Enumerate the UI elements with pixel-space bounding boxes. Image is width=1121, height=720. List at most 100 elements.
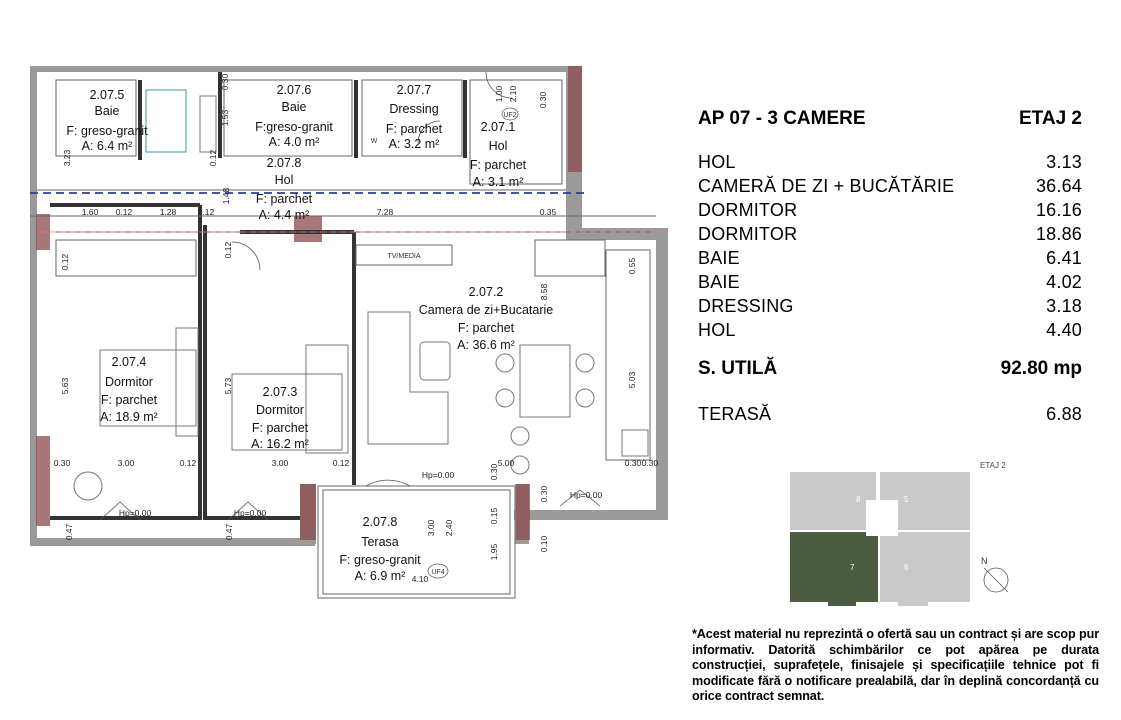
room-id: 2.07.8 bbox=[363, 515, 398, 529]
shower-tray bbox=[145, 89, 187, 153]
room-finish: F:greso-granit bbox=[255, 120, 333, 134]
floor-plan: 2.07.5 Baie F: greso-granit A: 6.4 m² 2.… bbox=[30, 66, 668, 599]
uf-marker-icon bbox=[427, 563, 449, 579]
dimension: 0.12 bbox=[60, 253, 70, 270]
dimension: 1.00 bbox=[494, 85, 504, 102]
room-name: Camera de zi+Bucatarie bbox=[419, 303, 553, 317]
area-value: 3.18 bbox=[1046, 296, 1082, 316]
dimension: 0.12 bbox=[180, 458, 197, 468]
key-plan-floor-label: ETAJ 2 bbox=[980, 461, 1006, 470]
level-marker: Hp=0.00 bbox=[422, 470, 455, 480]
area-label: DORMITOR bbox=[698, 200, 798, 220]
dimension: 0.12 bbox=[208, 149, 218, 166]
wall-step bbox=[566, 228, 668, 240]
dimension: 3.00 bbox=[118, 458, 135, 468]
room-area: A: 6.9 m² bbox=[355, 569, 406, 583]
disclaimer: *Acest material nu reprezintă o ofertă s… bbox=[692, 627, 1099, 703]
area-row: HOL 4.40 bbox=[698, 318, 1082, 342]
dimension: 0.47 bbox=[224, 523, 234, 540]
area-label: DORMITOR bbox=[698, 224, 798, 244]
area-label: HOL bbox=[698, 152, 736, 172]
uf-marker: UF2 bbox=[503, 112, 516, 119]
door-swing bbox=[559, 489, 601, 507]
room-area: A: 3.2 m² bbox=[389, 137, 440, 151]
terrace-value: 6.88 bbox=[1046, 404, 1082, 424]
level-marker: Hp=0.00 bbox=[119, 508, 152, 518]
wall-north bbox=[30, 66, 582, 72]
area-value: 4.40 bbox=[1046, 320, 1082, 340]
sofa bbox=[367, 311, 449, 445]
column bbox=[300, 484, 316, 540]
room-name: Hol bbox=[275, 173, 294, 187]
room-bedroom-2: 2.07.3 Dormitor F: parchet A: 16.2 m² bbox=[251, 385, 309, 451]
dimension: 2.10 bbox=[508, 85, 518, 102]
unit-number: 8 bbox=[856, 495, 861, 504]
unit-block bbox=[790, 472, 876, 530]
dimension: 5.03 bbox=[627, 371, 637, 388]
room-area: A: 6.4 m² bbox=[82, 139, 133, 153]
north-label: N bbox=[981, 556, 988, 566]
uf-marker: UF4 bbox=[431, 569, 444, 576]
cooktop bbox=[621, 429, 649, 457]
wall-south-east bbox=[514, 510, 668, 520]
area-label: CAMERĂ DE ZI + BUCĂTĂRIE bbox=[698, 176, 955, 196]
dimension: 0.12 bbox=[333, 458, 350, 468]
door-swings bbox=[99, 71, 601, 521]
dimension: 4.10 bbox=[412, 574, 429, 584]
area-label: DRESSING bbox=[698, 296, 794, 316]
area-row: DRESSING 3.18 bbox=[698, 294, 1082, 318]
room-finish: F: parchet bbox=[101, 393, 158, 407]
dimension: 5.63 bbox=[60, 377, 70, 394]
unit-number: 6 bbox=[904, 563, 909, 572]
room-finish: F: parchet bbox=[470, 158, 527, 172]
wall-east bbox=[656, 228, 668, 520]
dimension: 0.30 bbox=[625, 458, 642, 468]
room-name: Baie bbox=[94, 104, 119, 118]
room-finish: F: parchet bbox=[386, 122, 443, 136]
dimension: 0.15 bbox=[489, 507, 499, 524]
uf-marker-icon bbox=[501, 107, 519, 121]
room-id: 2.07.5 bbox=[90, 88, 125, 102]
column bbox=[516, 484, 530, 540]
room-area: A: 16.2 m² bbox=[251, 437, 309, 451]
unit-block-highlight bbox=[790, 532, 878, 602]
dimension: 3.00 bbox=[272, 458, 289, 468]
room-living-kitchen: 2.07.2 Camera de zi+Bucatarie F: parchet… bbox=[419, 285, 553, 352]
dimension: 5.00 bbox=[498, 458, 515, 468]
room-id: 2.07.8 bbox=[267, 156, 302, 170]
room-name: Dressing bbox=[389, 102, 438, 116]
column bbox=[36, 436, 50, 526]
wall-south-west bbox=[30, 538, 315, 546]
chair bbox=[510, 426, 530, 446]
north-arrow-icon: N bbox=[981, 556, 1009, 593]
dimension: 0.30 bbox=[54, 458, 71, 468]
door-swing bbox=[231, 241, 261, 271]
furniture bbox=[73, 89, 649, 501]
apartment-title: AP 07 - 3 CAMERE bbox=[698, 108, 866, 129]
dimension: 0.35 bbox=[540, 207, 557, 217]
apartment-header: AP 07 - 3 CAMERE ETAJ 2 bbox=[698, 108, 1082, 130]
dimension: 0.30 bbox=[642, 458, 659, 468]
dimension: 3.00 bbox=[426, 519, 436, 536]
dimension: 0.12 bbox=[223, 241, 233, 258]
room-area: A: 18.9 m² bbox=[100, 410, 158, 424]
area-label: HOL bbox=[698, 320, 736, 340]
room-id: 2.07.3 bbox=[263, 385, 298, 399]
unit-blocks bbox=[790, 472, 970, 606]
chair bbox=[495, 388, 515, 408]
room-finish: F: greso-granit bbox=[66, 124, 148, 138]
room-bedroom-1: 2.07.4 Dormitor F: parchet A: 18.9 m² bbox=[100, 355, 158, 424]
key-plan: ETAJ 2 8 5 7 6 N bbox=[790, 461, 1009, 606]
chair bbox=[575, 353, 595, 373]
room-name: Baie bbox=[281, 100, 306, 114]
dimension: 1.60 bbox=[82, 207, 99, 217]
dimension: 7.28 bbox=[377, 207, 394, 217]
dimension-labels: 0.30 1.53 0.12 3.23 1.00 2.10 0.30 1.48 … bbox=[54, 73, 659, 584]
room-area: A: 36.6 m² bbox=[457, 338, 515, 352]
dimension: 1.48 bbox=[221, 187, 231, 204]
